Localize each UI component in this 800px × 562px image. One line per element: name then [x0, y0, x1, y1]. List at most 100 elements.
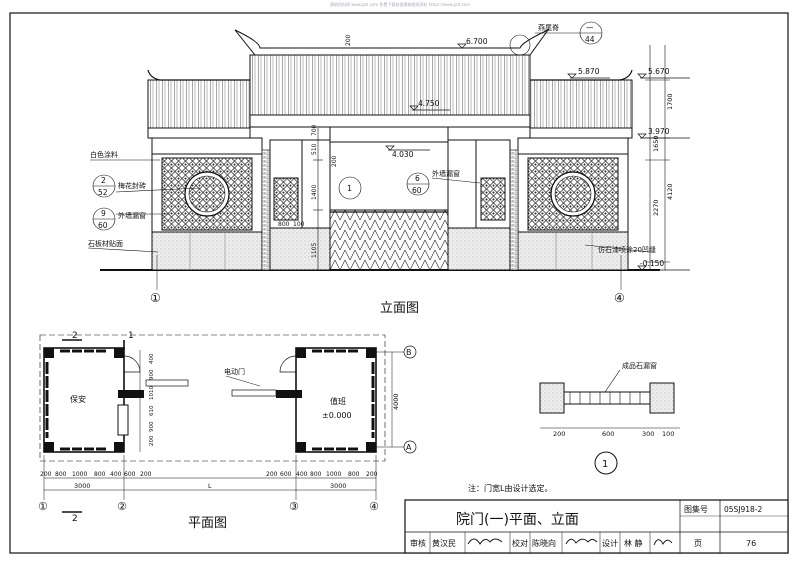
gate-leaf-right [231, 389, 277, 397]
dim-right-4: 4120 [666, 183, 674, 200]
level-side-ridge: 5.870 [578, 67, 600, 76]
plan-dim-left-2: 900 [149, 369, 155, 380]
plan-dim-b8: 600 [280, 471, 292, 478]
plan-dim-left-1: 400 [149, 353, 155, 364]
design-name: 林 静 [624, 538, 643, 548]
plan-drawing: 电动门 保安 值班 ±0.000 2 1 2 400 900 1010 610 … [38, 331, 417, 531]
left-stone-base [151, 231, 263, 271]
review-name: 黄汉民 [432, 538, 456, 548]
dim-roof: 200 [345, 34, 352, 46]
gate-label: 电动门 [224, 367, 245, 376]
ref-1-num: 1 [347, 184, 352, 193]
left-wall-paint-band [151, 137, 263, 155]
plan-dim-b5: 600 [124, 471, 136, 478]
plan-axis-3: ③ [289, 500, 299, 513]
plan-axis-B: B [406, 348, 412, 357]
plan-dim-b6: 200 [140, 471, 152, 478]
plan-dim-b10: 800 [310, 471, 322, 478]
detail-window: 成品石漏窗 200 600 300 100 1 [539, 361, 680, 475]
dim-right-1: 1700 [666, 93, 674, 110]
ref-6-num: 6 [415, 174, 420, 183]
guard-room [43, 347, 125, 453]
duty-room [295, 347, 377, 453]
detail-dim-1: 200 [553, 430, 565, 438]
atlas-label: 图集号 [684, 504, 708, 514]
elevation-drawing: 6.700 5.870 5.670 4.750 3.970 4.030 -0.1… [87, 21, 690, 316]
right-stone-base [517, 231, 629, 271]
plan-axis-1: ① [38, 500, 48, 513]
ref-9-num: 9 [101, 209, 106, 218]
left-roof-tiles [147, 79, 251, 129]
page-number: 76 [746, 539, 756, 548]
plan-dim-total-left: 3000 [74, 482, 91, 490]
plan-dim-b1: 800 [55, 471, 67, 478]
ref-2-num: 2 [101, 176, 106, 185]
dim-left-3: 700 [311, 124, 318, 136]
level-ground: -0.150 [640, 259, 664, 268]
room-guard-label: 保安 [70, 394, 86, 404]
plan-dim-left-4: 610 [149, 405, 155, 416]
plan-dim-b4: 400 [110, 471, 122, 478]
central-roof-ridge [234, 28, 550, 56]
ref-9-sheet: 60 [98, 221, 108, 230]
plan-axis-4: ④ [369, 500, 379, 513]
electric-gate [329, 209, 449, 271]
level-central-eave: 4.750 [418, 99, 440, 108]
plan-dim-right: 4000 [392, 393, 400, 410]
dim-right-3: 2270 [652, 199, 660, 216]
right-roof-eave [529, 127, 633, 139]
right-pier-window [480, 177, 506, 221]
plan-dim-b2: 1000 [72, 471, 87, 478]
elev-axis-1: ① [150, 291, 161, 305]
plan-dim-b9: 400 [296, 471, 308, 478]
dim-left-5: 1105 [311, 243, 318, 258]
ref-ridge-num: — [586, 23, 594, 32]
detail-label: 成品石漏窗 [622, 361, 657, 370]
level-side-eave: 3.970 [648, 127, 670, 136]
check-signature [565, 538, 598, 545]
plan-dim-left-3: 1010 [149, 386, 155, 400]
plan-dim-b13: 200 [366, 471, 378, 478]
design-label: 设计 [602, 538, 618, 548]
left-roof-eave [147, 127, 251, 139]
label-white-paint: 白色涂料 [90, 150, 118, 159]
dim-mid-1: 800 [278, 221, 290, 228]
central-roof-tiles [249, 54, 531, 116]
elevation-title: 立面图 [380, 301, 419, 316]
plan-dim-b12: 800 [348, 471, 360, 478]
detail-dim-4: 100 [662, 430, 674, 438]
ref-ridge-sheet: 44 [585, 35, 595, 44]
room-duty-label: 值班 [330, 396, 346, 406]
watermark: 建筑资料网 www.jzzl.com 免费下载各类建筑图纸资料 https://… [329, 2, 471, 7]
dim-mid-2: 100 [293, 221, 305, 228]
level-ridge: 6.700 [466, 37, 488, 46]
elev-axis-4: ④ [614, 291, 625, 305]
right-roof-tiles [529, 79, 633, 129]
label-swallow-ridge: 燕尾脊 [538, 23, 559, 32]
central-roof-eave [249, 114, 531, 128]
sheet-border [9, 12, 789, 554]
plan-dim-b3: 800 [94, 471, 106, 478]
left-roof-ridge [147, 69, 250, 81]
review-signature [467, 538, 503, 545]
plan-dim-gate-width: L [208, 482, 212, 490]
ref-6-sheet: 60 [412, 186, 422, 195]
ref-2-sheet: 52 [98, 188, 108, 197]
detail-number-circle [594, 451, 618, 475]
label-outer-window: 外墙漏窗 [118, 211, 146, 220]
check-label: 校对 [512, 538, 528, 548]
plan-dim-b0: 200 [40, 471, 52, 478]
check-name: 陈晓向 [532, 538, 556, 548]
plan-dim-left-6: 200 [149, 435, 155, 446]
dim-left-4: 200 [331, 155, 338, 167]
review-label: 审核 [410, 538, 426, 548]
section-mark-top-left: 2 [72, 331, 78, 341]
plan-axis-2: ② [117, 500, 127, 513]
label-plum-frame: 梅花封砖 [118, 181, 146, 190]
dim-right-2: 1650 [652, 135, 660, 152]
section-mark-top: 1 [128, 331, 134, 341]
drawing-name: 院门(一)平面、立面 [456, 512, 579, 528]
atlas-number: 05SJ918-2 [724, 505, 763, 514]
title-block: 院门(一)平面、立面 图集号 05SJ918-2 审核 黄汉民 校对 陈晓向 设… [404, 499, 789, 554]
